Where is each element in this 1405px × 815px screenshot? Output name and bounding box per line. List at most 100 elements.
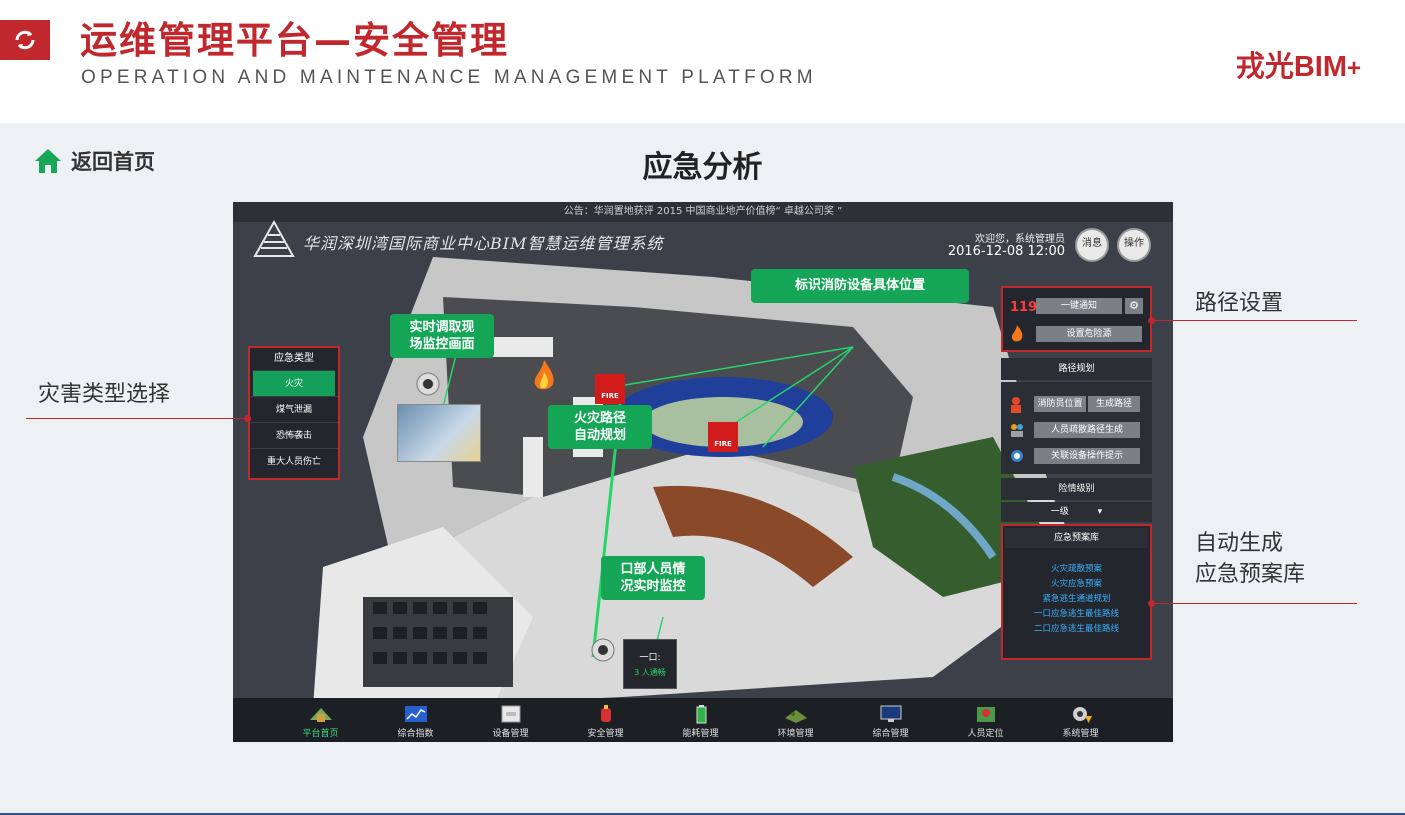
nav-label: 能耗管理 [682, 729, 719, 739]
annotation-dot-plans [1148, 600, 1155, 607]
nav-personnel-location[interactable]: 人员定位 [938, 698, 1033, 742]
plan-item[interactable]: 二口应急逃生最佳路线 [1033, 624, 1119, 634]
page-header: 运维管理平台—安全管理 OPERATION AND MAINTENANCE MA… [0, 0, 1405, 123]
device-tips-button[interactable]: 关联设备操作提示 [1034, 448, 1140, 464]
annotation-auto-generate-line1: 自动生成 [1195, 531, 1284, 556]
refresh-logo-icon [15, 30, 35, 50]
exit-info-status: 3 人通畅 [634, 668, 666, 677]
logo [0, 20, 50, 60]
brand-plus: + [1346, 55, 1361, 82]
callout-fire-route-line2: 自动规划 [573, 428, 626, 443]
nav-label: 综合管理 [872, 729, 909, 739]
operate-button[interactable]: 操作 [1117, 228, 1151, 262]
callout-fire-route: 火灾路径 自动规划 [548, 405, 652, 449]
annotation-line-plans [1152, 603, 1357, 604]
notice-bar: 公告：华润置地获评 2015 中国商业地产价值榜“ 卓越公司奖 ” [233, 202, 1173, 222]
alarm-number: 119 [1010, 300, 1038, 315]
nav-integrated-management[interactable]: 综合管理 [843, 698, 938, 742]
sub-title: OPERATION AND MAINTENANCE MANAGEMENT PLA… [81, 67, 817, 88]
fire-sign-label: FIRE [601, 392, 619, 400]
message-button[interactable]: 消息 [1075, 228, 1109, 262]
main-title: 运维管理平台—安全管理 [80, 19, 509, 62]
plan-item[interactable]: 火灾应急预案 [1050, 579, 1102, 589]
callout-camera-line2: 场监控画面 [409, 337, 475, 352]
alarm-icon [600, 705, 611, 722]
nav-label: 设备管理 [492, 729, 529, 739]
nav-system-management[interactable]: 系统管理 [1033, 698, 1128, 742]
nav-label: 安全管理 [587, 729, 624, 739]
building-floor-plan [313, 257, 1083, 707]
disaster-item-terror[interactable]: 恐怖袭击 [250, 422, 338, 448]
nav-environment-management[interactable]: 环境管理 [748, 698, 843, 742]
camera-icon-2[interactable] [588, 636, 618, 666]
nav-label: 综合指数 [397, 729, 434, 739]
callout-people: 口部人员情 况实时监控 [601, 556, 705, 600]
home-icon [35, 149, 61, 173]
camera-feed[interactable] [397, 404, 481, 462]
nav-label: 人员定位 [967, 729, 1004, 739]
danger-level-select[interactable]: 一级 ▾ [1001, 502, 1152, 522]
callout-camera: 实时调取现 场监控画面 [390, 314, 494, 358]
gear-warning-icon [1072, 707, 1092, 723]
nav-composite-index[interactable]: 综合指数 [368, 698, 463, 742]
annotation-auto-generate-line2: 应急预案库 [1195, 562, 1306, 587]
fire-extinguisher-sign[interactable]: FIRE [595, 374, 625, 404]
brand-name: 戎光BIM [1235, 51, 1347, 83]
building-logo-icon [253, 220, 295, 257]
home-link[interactable]: 返回首页 [33, 146, 155, 176]
annotation-auto-generate: 自动生成 应急预案库 [1195, 528, 1305, 590]
firefighter-position-button[interactable]: 消防员位置 [1034, 396, 1086, 412]
monitor-icon [880, 705, 901, 722]
annotation-dot-route [1148, 317, 1155, 324]
location-icon [976, 707, 995, 722]
plan-library-header: 应急预案库 [1005, 528, 1148, 548]
notify-button[interactable]: 一键通知 [1036, 298, 1122, 314]
callout-people-line2: 况实时监控 [620, 579, 686, 594]
nav-label: 环境管理 [777, 729, 814, 739]
people-icon [1011, 424, 1023, 437]
annotation-line-disaster [26, 418, 248, 419]
route-planning-body: 消防员位置 生成路径 人员疏散路径生成 关联设备操作提示 [1001, 382, 1152, 474]
plan-list: 火灾疏散预案 火灾应急预案 紧急逃生通道规划 一口应急逃生最佳路线 二口应急逃生… [1003, 550, 1150, 637]
environment-icon [784, 710, 807, 723]
chart-icon [404, 706, 427, 722]
firefighter-icon [1011, 397, 1021, 413]
nav-label: 系统管理 [1062, 729, 1099, 739]
system-screenshot: 公告：华润置地获评 2015 中国商业地产价值榜“ 卓越公司奖 ” 华润深圳湾国… [233, 202, 1173, 742]
nav-label: 平台首页 [302, 729, 339, 739]
callout-fire-equipment: 标识消防设备具体位置 [751, 269, 969, 303]
nav-safety-management[interactable]: 安全管理 [558, 698, 653, 742]
nav-platform-home[interactable]: 平台首页 [273, 698, 368, 742]
generate-route-button[interactable]: 生成路径 [1088, 396, 1140, 412]
plan-item[interactable]: 紧急逃生通道规划 [1042, 594, 1111, 604]
disaster-menu-header: 应急类型 [274, 353, 314, 364]
danger-level-value: 一级 [1050, 507, 1069, 517]
welcome-text: 欢迎您，系统管理员 [975, 234, 1065, 245]
fire-extinguisher-sign-2[interactable]: FIRE [708, 422, 738, 452]
chevron-down-icon: ▾ [1097, 507, 1103, 517]
camera-icon[interactable] [413, 370, 443, 400]
page-title: 应急分析 [642, 150, 763, 185]
home-link-label: 返回首页 [71, 150, 155, 174]
bottom-divider [0, 813, 1405, 815]
disaster-item-gas-leak[interactable]: 煤气泄漏 [250, 396, 338, 422]
settings-gear-icon[interactable]: ⚙ [1125, 298, 1143, 314]
plan-item[interactable]: 一口应急逃生最佳路线 [1033, 609, 1119, 619]
fire-icon [534, 360, 554, 390]
brand-logo: 戎光BIM+ [1236, 43, 1361, 85]
nav-energy-management[interactable]: 能耗管理 [653, 698, 748, 742]
system-title: 华润深圳湾国际商业中心BIM智慧运维管理系统 [303, 234, 664, 253]
annotation-route-setting: 路径设置 [1195, 291, 1284, 316]
annotation-line-route [1152, 320, 1357, 321]
annotation-disaster-type: 灾害类型选择 [38, 382, 171, 407]
disaster-item-casualty[interactable]: 重大人员伤亡 [250, 448, 338, 474]
evacuation-route-button[interactable]: 人员疏散路径生成 [1034, 422, 1140, 438]
disaster-item-fire[interactable]: 火灾 [253, 370, 335, 396]
route-planning-header: 路径规划 [1001, 358, 1152, 380]
nav-device-management[interactable]: 设备管理 [463, 698, 558, 742]
callout-fire-route-line1: 火灾路径 [573, 411, 626, 426]
plan-item[interactable]: 火灾疏散预案 [1050, 564, 1102, 574]
set-danger-source-button[interactable]: 设置危险源 [1036, 326, 1142, 342]
fire-sign-label-2: FIRE [714, 440, 732, 448]
platform-home-icon [309, 708, 332, 722]
